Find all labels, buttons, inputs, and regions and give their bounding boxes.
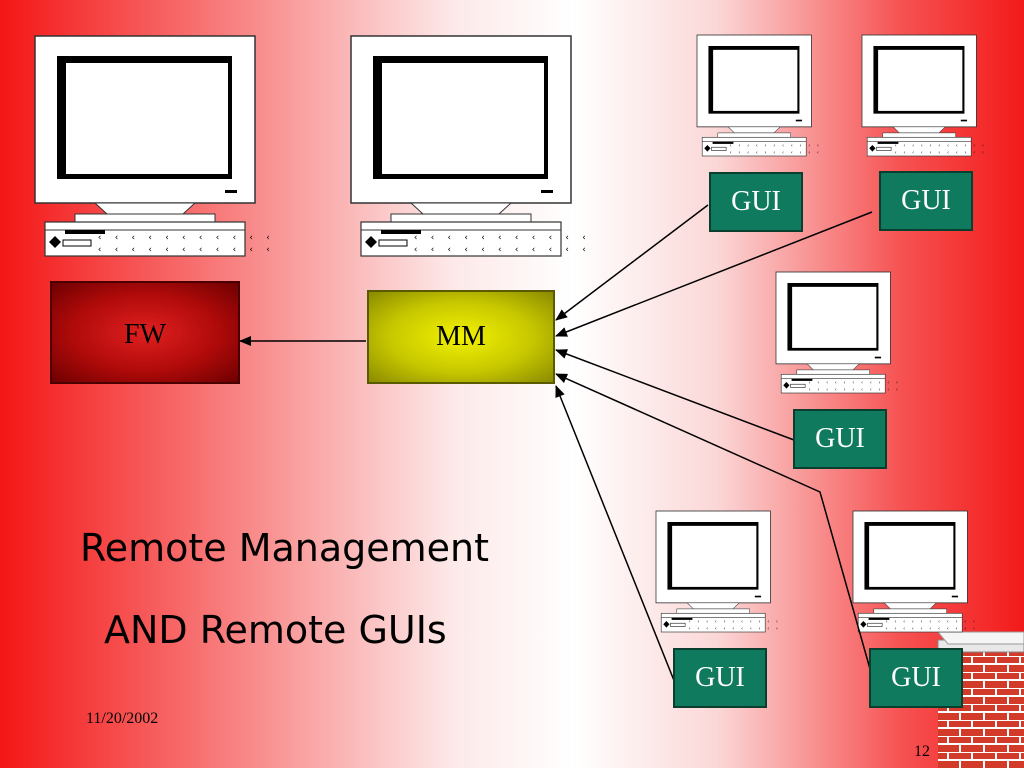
arrow-gui4-to-mm	[555, 385, 676, 684]
management-module-node: MM	[367, 290, 555, 384]
gui-label: GUI	[815, 423, 865, 454]
gui-node-4: GUI	[673, 648, 767, 708]
gui-node-3: GUI	[793, 409, 887, 469]
management-module-label: MM	[436, 321, 486, 352]
gui-label: GUI	[891, 662, 941, 693]
computer-gui-3	[775, 271, 901, 394]
computer-mm	[350, 35, 591, 257]
computer-gui-1	[696, 34, 822, 157]
arrow-gui1-to-mm	[555, 204, 709, 321]
computer-gui-4	[655, 510, 781, 633]
slide-title-line-2: AND Remote GUIs	[104, 608, 447, 652]
slide-title-line-1: Remote Management	[80, 526, 490, 570]
gui-node-2: GUI	[879, 171, 973, 231]
firewall-node: FW	[50, 281, 240, 384]
gui-label: GUI	[901, 185, 951, 216]
firewall-label: FW	[124, 319, 166, 350]
computer-gui-5	[852, 510, 978, 633]
gui-label: GUI	[695, 662, 745, 693]
arrow-gui5-to-mm	[555, 373, 873, 677]
slide-number: 12	[914, 743, 930, 760]
gui-label: GUI	[731, 186, 781, 217]
slide-date: 11/20/2002	[86, 710, 159, 727]
gui-node-1: GUI	[709, 172, 803, 232]
computer-gui-2	[861, 34, 987, 157]
arrow-gui2-to-mm	[555, 211, 873, 337]
computer-fw	[34, 35, 275, 257]
arrow-gui3-to-mm	[555, 349, 795, 441]
gui-node-5: GUI	[869, 648, 963, 708]
